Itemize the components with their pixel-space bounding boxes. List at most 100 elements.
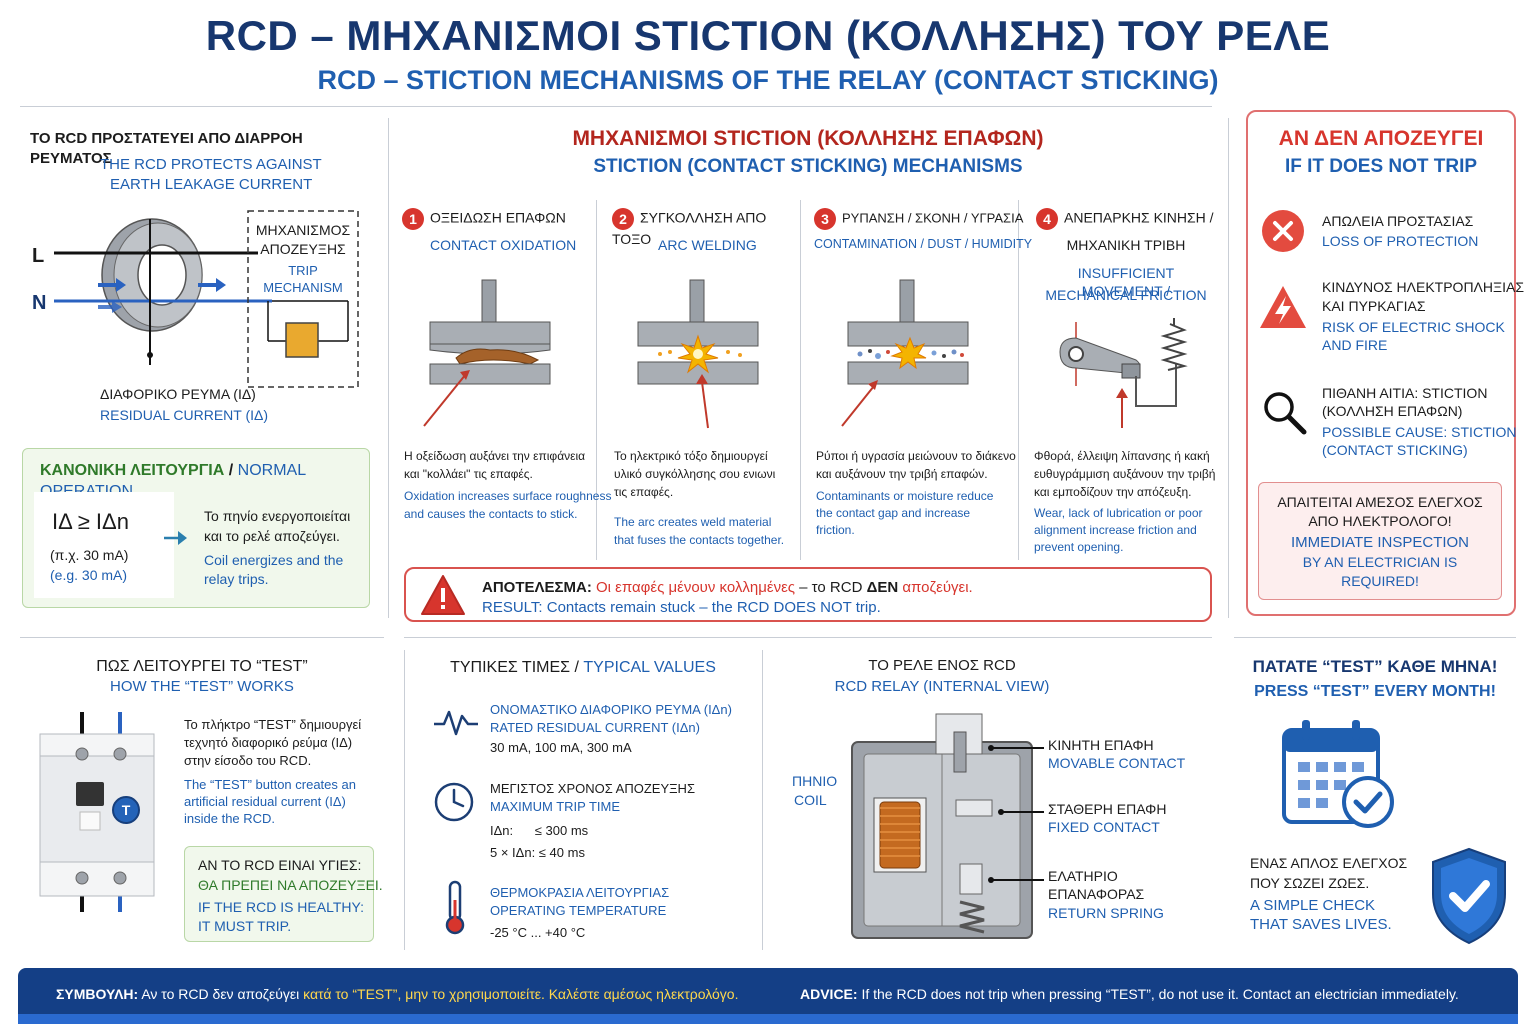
divider	[800, 200, 801, 560]
footer-advice-bar	[18, 968, 1518, 1020]
mechanism-1-desc-gr-2: και "κολλάει" τις επαφές.	[404, 467, 533, 481]
mech-label-gr-2: ΑΠΟΖΕΥΞΗΣ	[260, 241, 346, 257]
normal-title-gr: ΚΑΝΟΝΙΚΗ ΛΕΙΤΟΥΡΓΙΑ	[40, 462, 225, 479]
temp-value: -25 °C ... +40 °C	[490, 925, 586, 940]
arrow-right-icon	[164, 528, 188, 553]
divider	[1234, 637, 1516, 638]
result-text-gr: ΑΠΟΤΕΛΕΣΜΑ: Οι επαφές μένουν κολλημένες …	[482, 578, 973, 598]
test-desc-gr-1: Το πλήκτρο “TEST” δημιουργεί	[184, 717, 362, 732]
not-trip-3-gr-1: ΠΙΘΑΝΗ ΑΙΤΙΑ: STICTION	[1322, 385, 1488, 401]
typical-title-sep: /	[570, 659, 584, 676]
friction-illustration	[1052, 316, 1212, 441]
fixed-contact-pointer	[996, 804, 1046, 822]
mechanism-3-number: 3	[814, 208, 836, 230]
advice-gr-2: κατά το “TEST”,	[303, 986, 406, 1002]
protect-title-en-2: EARTH LEAKAGE CURRENT	[110, 176, 313, 193]
mechanism-4-desc-gr-3: και εμποδίζουν την απόζευξη.	[1034, 485, 1192, 499]
divider	[596, 200, 597, 560]
monthly-title-gr: ΠΑΤΑΤΕ “TEST” ΚΑΘΕ ΜΗΝΑ!	[1252, 657, 1498, 676]
rated-value: 30 mA, 100 mA, 300 mA	[490, 740, 632, 755]
monthly-title-en: PRESS “TEST” EVERY MONTH!	[1254, 683, 1496, 700]
test-button[interactable]: T	[121, 802, 131, 818]
test-desc-gr-3: στην είσοδο του RCD.	[184, 753, 312, 768]
not-trip-title-gr: ΑΝ ΔΕΝ ΑΠΟΖΕΥΓΕΙ	[1278, 127, 1484, 150]
mechanism-4-desc-gr-1: Φθορά, έλλειψη λίπανσης ή κακή	[1034, 449, 1210, 463]
mechanism-3-desc-en-1: Contaminants or moisture reduce	[816, 489, 994, 503]
fixed-contact-en: FIXED CONTACT	[1048, 819, 1160, 835]
rcd-device-illustration	[36, 712, 158, 917]
healthy-en-2: IT MUST TRIP.	[198, 918, 292, 934]
action-en-3: REQUIRED!	[1341, 573, 1419, 589]
advice-gr-3: μην το χρησιμοποιείτε. Καλέστε αμέσως ηλ…	[405, 986, 739, 1002]
result-label: ΑΠΟΤΕΛΕΣΜΑ:	[482, 579, 592, 596]
movable-contact-gr: ΚΙΝΗΤΗ ΕΠΑΦΗ	[1048, 737, 1154, 753]
fixed-contact-gr: ΣΤΑΘΕΡΗ ΕΠΑΦΗ	[1048, 801, 1167, 817]
example-gr: (π.χ. 30 mA)	[50, 547, 129, 563]
mechanism-1-desc-gr-1: Η οξείδωση αυξάνει την επιφάνεια	[404, 449, 586, 463]
mechanism-2-desc-gr-3: τις επαφές.	[614, 485, 674, 499]
mechanism-3-desc-gr-1: Ρύποι ή υγρασία μειώνουν το διάκενο	[816, 449, 1016, 463]
mechanism-3-title-en: CONTAMINATION / DUST / HUMIDITY	[814, 237, 1033, 251]
divider	[404, 650, 405, 950]
formula-panel	[34, 492, 174, 598]
lightning-warning-icon	[1258, 284, 1308, 335]
protect-title-en-1: THE RCD PROTECTS AGAINST	[100, 156, 322, 173]
mechanism-3-desc-en-2: the contact gap and increase	[816, 506, 971, 520]
mechanism-1-desc-en-1: Oxidation increases surface roughness	[404, 489, 612, 503]
mechanism-2-title-en: ARC WELDING	[658, 237, 757, 253]
mechanism-3-title-gr: ΡΥΠΑΝΣΗ / ΣΚΟΝΗ / ΥΓΡΑΣΙΑ	[842, 210, 1024, 226]
healthy-gr-2: ΘΑ ΠΡΕΠΕΙ ΝΑ ΑΠΟΖΕΥΞΕΙ.	[198, 877, 383, 893]
mechanism-3-title: 3 ΡΥΠΑΝΣΗ / ΣΚΟΝΗ / ΥΓΡΑΣΙΑ	[814, 208, 1023, 230]
not-trip-3-en-1: POSSIBLE CAUSE: STICTION	[1322, 424, 1517, 440]
trip-time-value-2: 5 × IΔn: ≤ 40 ms	[490, 845, 585, 860]
mech-label-en: TRIP MECHANISM	[263, 263, 343, 295]
mechanism-4-desc-en-2: alignment increase friction and	[1034, 523, 1197, 537]
not-trip-3-en-2: (CONTACT STICKING)	[1322, 442, 1468, 458]
mechanism-2-title-gr: ΣΥΓΚΟΛΛΗΣΗ ΑΠΟ ΤΟΞΟ	[612, 209, 767, 247]
warning-icon	[420, 574, 466, 621]
waveform-icon	[432, 702, 480, 747]
arc-welding-illustration	[628, 278, 768, 443]
temp-gr: ΘΕΡΜΟΚΡΑΣΙΑ ΛΕΙΤΟΥΡΓΙΑΣ	[490, 885, 670, 900]
advice-gr: ΣΥΜΒΟΥΛΗ: Αν το RCD δεν αποζεύγει κατά τ…	[56, 984, 738, 1004]
contamination-illustration	[838, 278, 978, 443]
mechanism-3-desc-en-3: friction.	[816, 523, 855, 537]
healthy-box	[184, 846, 374, 942]
clock-icon	[432, 780, 476, 829]
coil-label-en: COIL	[794, 792, 827, 808]
example-en: (e.g. 30 mA)	[50, 567, 128, 583]
mechanism-4-desc-en-1: Wear, lack of lubrication or poor	[1034, 506, 1203, 520]
trip-time-value-1: IΔn: ≤ 300 ms	[490, 823, 589, 838]
result-gr-1: Οι επαφές μένουν κολλημένες	[591, 579, 795, 596]
toroid-diagram	[22, 205, 372, 425]
normal-desc-gr-2: και το ρελέ αποζεύγει.	[204, 528, 340, 544]
movable-contact-en: MOVABLE CONTACT	[1048, 755, 1186, 771]
spring-gr-1: ΕΛΑΤΗΡΙΟ	[1048, 868, 1118, 884]
rated-en: RATED RESIDUAL CURRENT (IΔn)	[490, 720, 700, 735]
action-en-1: IMMEDIATE INSPECTION	[1290, 534, 1470, 551]
not-trip-3-gr-2: (ΚΟΛΛΗΣΗ ΕΠΑΦΩΝ)	[1322, 403, 1463, 419]
residual-label-gr: ΔΙΑΦΟΡΙΚΟ ΡΕΥΜΑ (IΔ)	[100, 386, 256, 402]
advice-gr-1: Αν το RCD δεν αποζεύγει	[138, 986, 304, 1002]
mech-label-gr-1: ΜΗΧΑΝΙΣΜΟΣ	[255, 222, 351, 238]
result-box	[404, 567, 1212, 622]
test-title-gr: ΠΩΣ ΛΕΙΤΟΥΡΓΕΙ ΤΟ “TEST”	[96, 658, 308, 675]
mechanism-2-desc-gr-1: Το ηλεκτρικό τόξο δημιουργεί	[614, 449, 768, 463]
monthly-check-gr-1: ΕΝΑΣ ΑΠΛΟΣ ΕΛΕΓΧΟΣ	[1250, 855, 1408, 871]
thermometer-icon	[440, 880, 470, 941]
neutral-label: N	[32, 292, 47, 314]
temp-en: OPERATING TEMPERATURE	[490, 903, 667, 918]
divider	[1018, 200, 1019, 560]
mechanism-1-desc-en-2: and causes the contacts to stick.	[404, 507, 578, 521]
action-gr-2: ΑΠΟ ΗΛΕΚΤΡΟΛΟΓΟ!	[1308, 513, 1452, 529]
not-trip-2-en-2: AND FIRE	[1322, 337, 1388, 353]
divider	[20, 637, 384, 638]
relay-title-en: RCD RELAY (INTERNAL VIEW)	[834, 678, 1050, 695]
test-desc-en-2: artificial residual current (IΔ)	[184, 794, 346, 809]
normal-desc-en-1: Coil energizes and the	[204, 552, 344, 568]
footer-accent-line	[18, 1014, 1518, 1024]
residual-label-en: RESIDUAL CURRENT (IΔ)	[100, 407, 269, 423]
result-gr-3: ΔΕΝ	[866, 579, 899, 596]
action-gr-1: ΑΠΑΙΤΕΙΤΑΙ ΑΜΕΣΟΣ ΕΛΕΓΧΟΣ	[1277, 494, 1483, 510]
